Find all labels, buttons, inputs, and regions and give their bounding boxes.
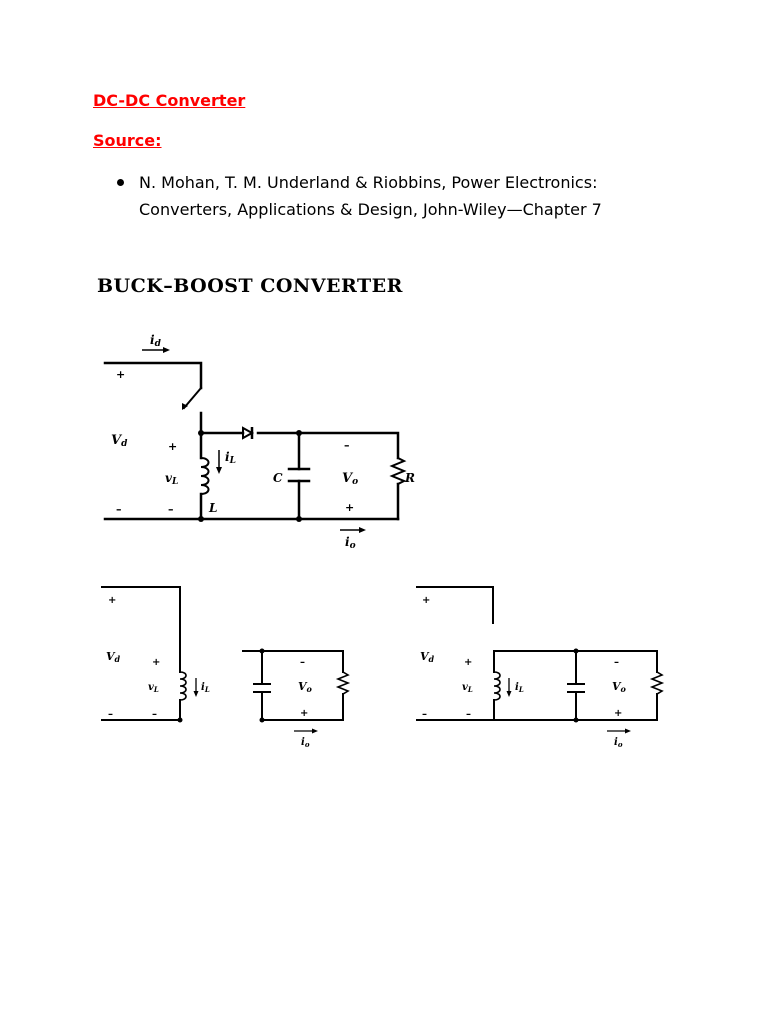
- svg-text:id: id: [150, 333, 162, 349]
- svg-text:vL: vL: [462, 682, 473, 694]
- svg-text:iL: iL: [201, 682, 210, 694]
- svg-text:vL: vL: [148, 682, 159, 694]
- left-resistor-zigzag: [335, 670, 351, 696]
- label-vo: V: [342, 471, 354, 486]
- reference-line-1: N. Mohan, T. M. Underland & Riobbins, Po…: [139, 173, 598, 192]
- svg-text:Vd: Vd: [106, 650, 121, 664]
- label-resistor: R: [404, 471, 415, 485]
- svg-text:iL: iL: [515, 682, 524, 694]
- reference-item: N. Mohan, T. M. Underland & Riobbins, Po…: [117, 169, 679, 223]
- svg-text:–: –: [152, 709, 157, 720]
- label-io: i: [345, 535, 350, 549]
- switch-blade: [182, 386, 203, 410]
- svg-text:iL: iL: [225, 450, 236, 466]
- figure-title: BUCK–BOOST CONVERTER: [97, 275, 403, 297]
- svg-text:+: +: [108, 595, 116, 606]
- input-top-wire: [103, 361, 203, 390]
- resistor-zigzag: [389, 456, 407, 486]
- svg-text:vL: vL: [165, 471, 178, 487]
- label-plus-vo: +: [345, 501, 354, 514]
- svg-text:+: +: [614, 708, 622, 719]
- junction-dot: [296, 516, 302, 522]
- svg-text:io: io: [345, 535, 356, 551]
- svg-text:io: io: [614, 737, 623, 749]
- label-vl: v: [165, 471, 173, 485]
- left-inductor-coil: [179, 671, 187, 701]
- document-title: DC-DC Converter: [93, 91, 246, 110]
- reference-line-2: Converters, Applications & Design, John-…: [139, 200, 602, 219]
- svg-text:+: +: [152, 657, 160, 668]
- bullet-dot-icon: [117, 179, 124, 186]
- label-plus-vl: +: [168, 440, 177, 453]
- label-minus-vo: –: [344, 439, 350, 452]
- right-inductor-coil: [493, 671, 501, 701]
- svg-text:–: –: [422, 709, 427, 720]
- source-heading: Source:: [93, 131, 162, 150]
- inductor-coil: [199, 456, 210, 496]
- junction-dot: [296, 430, 302, 436]
- label-inductor: L: [208, 501, 217, 515]
- label-il: i: [225, 450, 230, 464]
- svg-text:+: +: [422, 595, 430, 606]
- svg-text:–: –: [300, 657, 305, 668]
- svg-text:Vd: Vd: [111, 433, 128, 449]
- svg-text:–: –: [614, 657, 619, 668]
- svg-text:+: +: [300, 708, 308, 719]
- label-capacitor: C: [273, 471, 283, 485]
- diode-icon: [242, 426, 255, 440]
- label-vd: V: [111, 433, 123, 448]
- junction-dot: [198, 516, 204, 522]
- svg-text:Vo: Vo: [298, 680, 313, 694]
- svg-text:+: +: [464, 657, 472, 668]
- svg-text:Vd: Vd: [420, 650, 435, 664]
- svg-text:Vo: Vo: [612, 680, 627, 694]
- label-id: i: [150, 333, 155, 347]
- reference-list: N. Mohan, T. M. Underland & Riobbins, Po…: [117, 169, 679, 223]
- svg-text:Vo: Vo: [342, 471, 358, 487]
- svg-text:io: io: [301, 737, 310, 749]
- label-plus-vd: +: [116, 368, 125, 381]
- svg-text:–: –: [108, 709, 113, 720]
- label-minus-vl: –: [168, 503, 174, 516]
- right-resistor-zigzag: [649, 670, 665, 696]
- svg-text:–: –: [466, 709, 471, 720]
- label-minus-vd: –: [116, 503, 122, 516]
- junction-dot: [198, 430, 204, 436]
